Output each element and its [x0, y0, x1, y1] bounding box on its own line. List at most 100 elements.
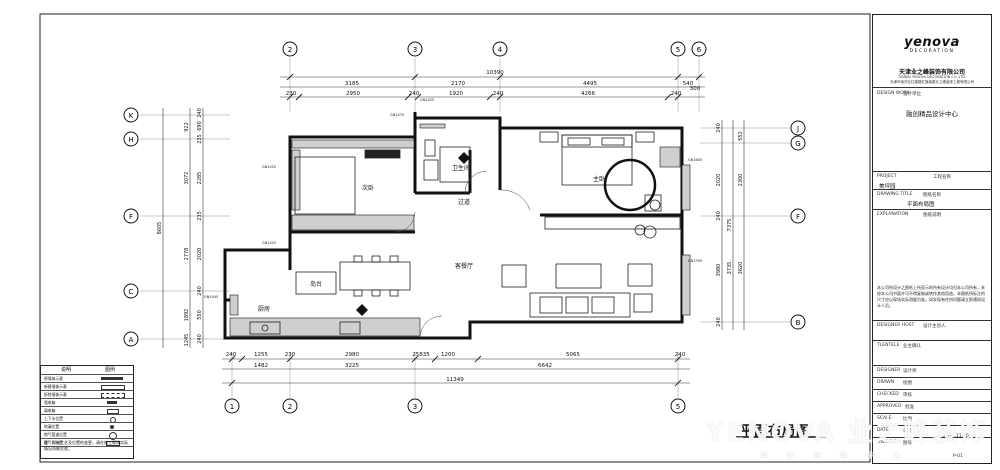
- dim-left-o4: 1892: [184, 309, 190, 322]
- dim-left-i8: 550: [197, 310, 203, 320]
- svg-text:GN1425: GN1425: [262, 241, 276, 245]
- company-name-cn: 天津业之峰装饰有限公司: [898, 69, 965, 76]
- tb-row-dwg: DWG.NO 图号 P-01: [873, 437, 991, 459]
- svg-text:GN1420: GN1420: [262, 165, 276, 169]
- legend-row: 地漏位置: [41, 422, 133, 431]
- project-name: 美坪园: [879, 184, 896, 190]
- drawing-title-value: 平面布局图: [907, 202, 935, 208]
- axis-right-4: B: [796, 319, 801, 327]
- approved-cn: 批准: [905, 405, 914, 410]
- dim-right-o2: 2300: [738, 174, 744, 187]
- dim-left-i9: 240: [197, 334, 203, 344]
- dwg-label: DWG.NO: [877, 440, 897, 445]
- legend-row: 弱电箱: [41, 406, 133, 415]
- dim-top2-c: 240: [409, 91, 420, 97]
- dim-left-o5: 1245: [184, 334, 190, 347]
- drawing-title-cn-label: 图纸名称: [923, 193, 941, 198]
- room-living: 客餐厅: [455, 262, 473, 270]
- room-kitchen: 厨房: [258, 305, 270, 313]
- dim-top1-d: 540: [683, 81, 694, 87]
- axis-right-3: F: [796, 213, 800, 221]
- notes-text: 本公司所设计之图纸上所显示的所有设计均归本公司所有，未经本公司书面许可不得复制或…: [877, 285, 985, 308]
- dimension-ticks: [228, 73, 703, 387]
- svg-text:GN1425: GN1425: [420, 98, 434, 102]
- dim-top2-b: 2950: [346, 91, 360, 97]
- dim-right-o1: 552: [738, 131, 744, 141]
- tlentele-cn: 业主确认: [903, 344, 921, 349]
- drawing-title-label: DRAWING TITLE: [877, 192, 913, 197]
- room-master: 主卧: [593, 175, 605, 183]
- legend-item: 燃气管道位置: [44, 432, 67, 437]
- legend-row: 强电箱: [41, 398, 133, 407]
- dimension-lines: [162, 76, 745, 384]
- tb-row-drawn: DRAWN 绘图: [873, 377, 991, 386]
- floor-drains: [356, 152, 470, 316]
- axis-left-3: F: [129, 213, 133, 221]
- axis-bubbles-left: K H F C A: [123, 107, 139, 347]
- brand-sub: DECORATION: [909, 49, 955, 54]
- legend-item: 地漏位置: [44, 424, 60, 429]
- dim-bottom-overall: 11349: [446, 377, 464, 383]
- axis-bottom-4: 5: [676, 403, 680, 411]
- legend-item: 弱电箱: [44, 408, 56, 413]
- tb-row-explanation: EXPLANATION 图纸说明: [873, 209, 991, 218]
- project-cn-label: 工程名称: [933, 175, 951, 180]
- dim-top2-a: 230: [286, 91, 297, 97]
- axis-bubbles-bottom: 1 2 3 5: [224, 398, 686, 414]
- svg-text:GN1395: GN1395: [688, 259, 702, 263]
- dim-left-i2: 690: [197, 121, 203, 131]
- tb-row-designer: DESIGNER 设计师: [873, 365, 991, 374]
- legend-item: 新建墙体示意: [44, 384, 67, 389]
- dim-left-o3: 2778: [184, 248, 190, 261]
- scale-cn: 比例: [903, 417, 912, 422]
- dim-top2-g: 240: [671, 91, 682, 97]
- dim-right-o5: 7375: [727, 219, 733, 232]
- design-center: 融创精品设计中心: [906, 110, 958, 118]
- legend-item: 原墙体示意: [44, 376, 63, 381]
- furniture: [249, 131, 681, 335]
- room-second: 次卧: [362, 184, 374, 192]
- dim-bot1-b: 1255: [254, 352, 268, 358]
- axis-left-1: K: [129, 112, 134, 120]
- legend-col-symbol: 图例: [105, 367, 116, 373]
- dim-top2-e: 240: [493, 91, 504, 97]
- watermark-logo: YENOVA 业之峰装饰: [706, 418, 988, 448]
- dim-bot1-e: 25835: [412, 352, 430, 358]
- designer-label: DESIGNER: [877, 368, 901, 373]
- legend-item: 拆除墙体示意: [44, 392, 67, 397]
- dim-bot1-h: 240: [675, 352, 686, 358]
- dim-right-o4: 3735: [727, 262, 733, 275]
- dim-bot1-f: 1200: [441, 352, 455, 358]
- dim-bot2-b: 3225: [345, 363, 359, 369]
- dim-left-i6: 2020: [197, 248, 203, 261]
- axis-top-5: 6: [697, 46, 702, 54]
- dim-left-i5: 235: [197, 211, 203, 221]
- svg-text:GN1470: GN1470: [390, 113, 404, 117]
- legend-table: 说明 图例 原墙体示意 新建墙体示意 拆除墙体示意 强电箱 弱电箱 上下水位置 …: [40, 365, 134, 459]
- axis-top-1: 2: [288, 46, 292, 54]
- axis-right-1: J: [796, 125, 799, 133]
- legend-item: 暖气片位置: [44, 440, 63, 445]
- designer-host-label: DESIGNER HOST: [877, 323, 915, 328]
- tb-row-design: DESIGN WORK 设计单位: [873, 87, 991, 97]
- dim-left-i1: 240: [197, 108, 203, 118]
- legend-note: 注：如有工艺及位置的变更，请在施工现场实际情况再做交底。: [44, 440, 128, 451]
- dim-right-i4: 3980: [716, 264, 722, 277]
- legend-item: 强电箱: [44, 400, 56, 405]
- tb-row-date: DATE 日期 2011.11.20: [873, 425, 991, 439]
- legend-row: 新建墙体示意: [41, 382, 133, 391]
- legend-row: [41, 446, 133, 459]
- drawing-title: 平面布局图: [740, 424, 811, 439]
- axis-top-3: 4: [498, 46, 503, 54]
- approved-label: APPROVED: [877, 404, 902, 409]
- legend-row: 暖气片位置: [41, 438, 133, 447]
- axis-left-4: C: [129, 288, 134, 296]
- dim-left-overall: 8605: [157, 222, 163, 235]
- sheet-border: [39, 13, 871, 463]
- walls: [223, 112, 684, 340]
- dim-right-i1: 240: [716, 123, 722, 133]
- dim-left-o1: 922: [184, 122, 190, 132]
- project-label: PROJECT: [877, 174, 897, 179]
- tb-row-project: PROJECT 工程名称 美坪园: [873, 171, 991, 190]
- legend-row: 原墙体示意: [41, 374, 133, 383]
